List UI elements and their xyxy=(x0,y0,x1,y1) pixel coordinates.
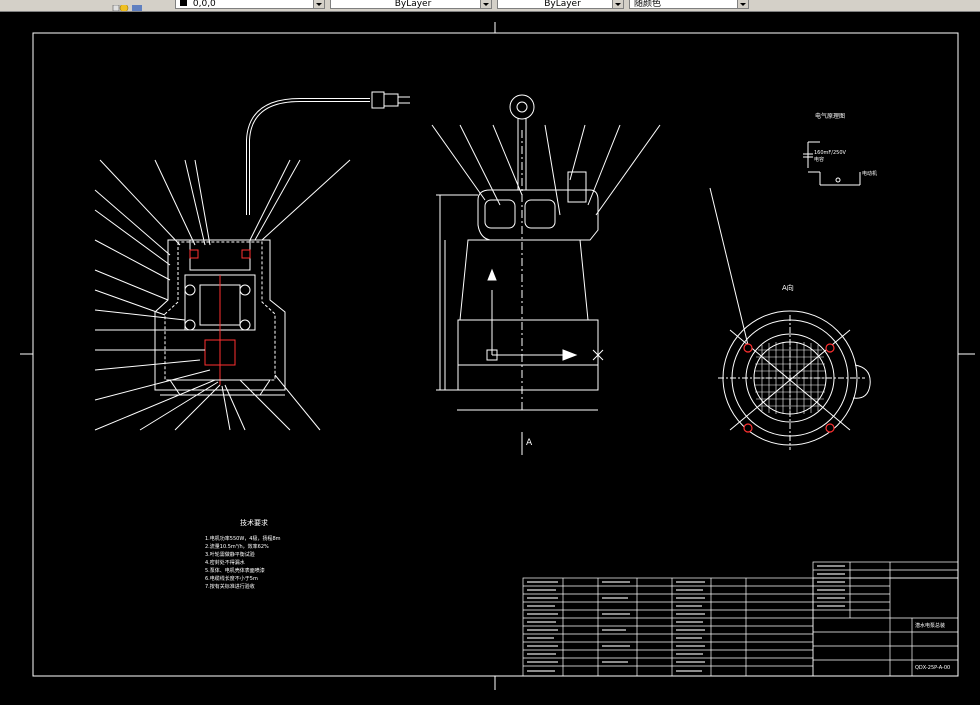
color-value: ByLayer xyxy=(394,0,432,9)
parts-list xyxy=(522,561,959,677)
cad-drawing: A 电气原理图 160mF/250V 电容 电动机 A向 xyxy=(20,22,975,690)
chevron-down-icon[interactable] xyxy=(737,0,748,8)
wiring-diagram: 电气原理图 160mF/250V 电容 电动机 xyxy=(803,112,877,186)
linetype-value: ByLayer xyxy=(544,0,581,9)
tech-item: 5.泵体、电机壳体表面喷漆 xyxy=(205,567,265,574)
color-dropdown[interactable]: ByLayer xyxy=(330,0,492,9)
front-view xyxy=(431,94,661,411)
parts-list-text-rows xyxy=(527,565,845,672)
capacitor-label: 电容 xyxy=(814,156,824,163)
lineweight-dropdown[interactable]: 随颜色 xyxy=(629,0,749,9)
tech-item: 3.叶轮需做静平衡试验 xyxy=(205,551,255,558)
properties-toolbar: 0,0,0 ByLayer ByLayer 随颜色 xyxy=(0,0,980,12)
chevron-down-icon[interactable] xyxy=(480,0,491,8)
layer-state-icon[interactable] xyxy=(110,0,150,11)
tech-item: 2.流量10.5m³/h，效率62% xyxy=(205,543,269,550)
wiring-title: 电气原理图 xyxy=(815,112,845,120)
tech-item: 1.电机功率550W，4极，扬程8m xyxy=(205,535,281,542)
layer-dropdown[interactable]: 0,0,0 xyxy=(175,0,325,9)
tech-item: 7.按有关标准进行验收 xyxy=(205,583,255,590)
chevron-down-icon[interactable] xyxy=(612,0,623,8)
title-block-product: 潜水电泵总装 xyxy=(915,622,945,629)
margin-ticks xyxy=(20,22,975,690)
detail-grid xyxy=(754,342,826,414)
title-block-drawing-no: QDX-25P-A-00 xyxy=(915,665,950,671)
motor-label: 电动机 xyxy=(862,170,877,177)
chevron-down-icon[interactable] xyxy=(313,0,324,8)
tech-item: 6.电缆线长度不小于5m xyxy=(205,575,258,582)
tech-requirements-title: 技术要求 xyxy=(240,518,268,527)
layer-color-swatch xyxy=(180,0,187,6)
capacitor-spec: 160mF/250V xyxy=(814,150,847,156)
layer-value: 0,0,0 xyxy=(192,0,216,9)
detail-view-label: A向 xyxy=(782,283,794,292)
view-a-arrow-label: A xyxy=(526,438,533,448)
lineweight-value: 随颜色 xyxy=(634,0,662,9)
drawing-canvas[interactable]: A 电气原理图 160mF/250V 电容 电动机 A向 xyxy=(0,12,980,701)
section-view xyxy=(94,91,410,431)
bolt-holes xyxy=(743,343,835,433)
tech-requirements-list: 1.电机功率550W，4极，扬程8m 2.流量10.5m³/h，效率62% 3.… xyxy=(205,535,281,590)
linetype-dropdown[interactable]: ByLayer xyxy=(497,0,624,9)
tech-item: 4.密封处不得漏水 xyxy=(205,559,245,566)
